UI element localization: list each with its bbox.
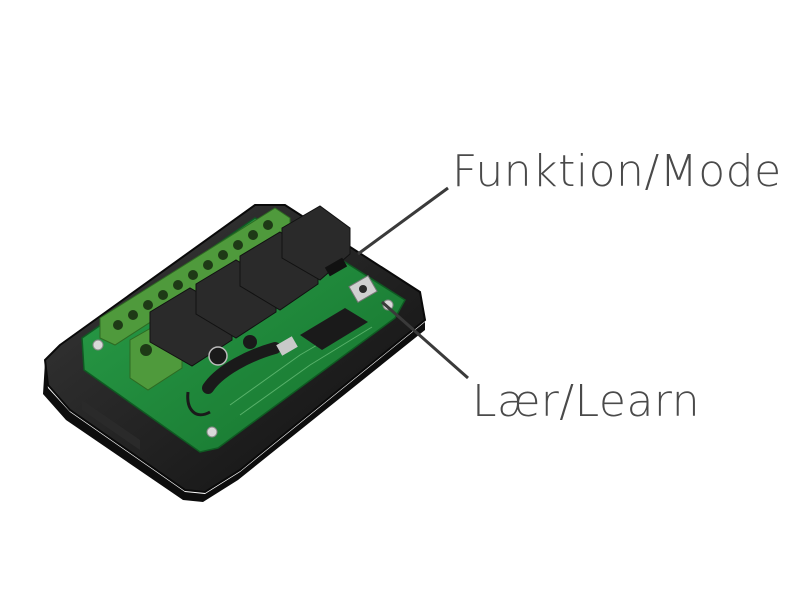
relays — [149, 205, 351, 367]
learn-button — [348, 275, 378, 303]
components — [186, 308, 368, 417]
learn-leader-line — [381, 300, 469, 380]
mode-jumper — [324, 257, 348, 277]
mode-leader-line — [357, 186, 449, 256]
learn-label: Lær/Learn — [472, 376, 701, 427]
mode-label: Funktion/Mode — [452, 146, 782, 197]
